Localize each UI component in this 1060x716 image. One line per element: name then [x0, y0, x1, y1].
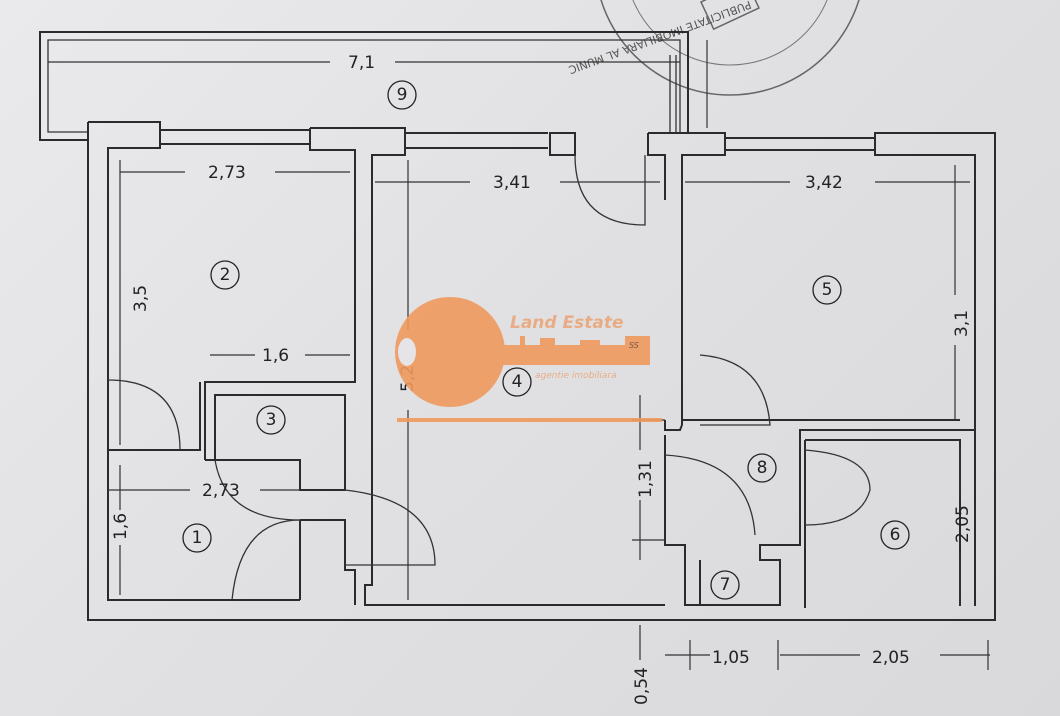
room-5-label: 5 — [812, 275, 842, 305]
svg-text:4: 4 — [512, 372, 523, 392]
dimension-labels: 7,1 2,73 3,41 3,42 3,5 1,6 5,2 3,1 1,31 … — [111, 53, 973, 705]
room-8-label: 8 — [747, 453, 777, 483]
room-2-label: 2 — [210, 260, 240, 290]
dimension-lines — [48, 40, 990, 670]
dim-room2-width: 2,73 — [208, 163, 246, 183]
exterior-walls — [87, 121, 996, 621]
svg-text:8: 8 — [757, 458, 768, 478]
svg-text:2: 2 — [220, 265, 231, 285]
dim-room5-width: 3,42 — [805, 173, 843, 193]
svg-text:6: 6 — [890, 525, 901, 545]
dim-room4-width: 3,41 — [493, 173, 531, 193]
key-logo-icon — [395, 297, 505, 407]
brand-monogram: SS — [629, 341, 639, 350]
dim-room7-width: 1,05 — [712, 648, 750, 668]
room-9-label: 9 — [387, 80, 417, 110]
official-stamp: PUBLICITATE IMOBILIARA AL MUNIC — [567, 0, 860, 96]
svg-text:5: 5 — [822, 280, 833, 300]
dim-room6-height: 2,05 — [953, 505, 973, 543]
dim-room6-width: 2,05 — [872, 648, 910, 668]
brand-tagline: agentie imobiliara — [535, 371, 617, 381]
land-estate-watermark: Land Estate agentie imobiliara SS — [395, 297, 662, 422]
dim-room2-height: 3,5 — [131, 285, 151, 312]
room-3-label: 3 — [256, 405, 286, 435]
dim-hall-height: 1,31 — [636, 460, 656, 498]
dim-room3-width: 1,6 — [262, 346, 289, 366]
dim-offset: 0,54 — [632, 667, 652, 705]
balcony — [39, 31, 689, 141]
room-7-label: 7 — [710, 570, 740, 600]
brand-name: Land Estate — [510, 313, 623, 333]
svg-text:7: 7 — [720, 575, 731, 595]
room-4-label: 4 — [502, 367, 532, 397]
dim-room5-height: 3,1 — [952, 310, 972, 337]
interior-walls — [107, 154, 975, 608]
dim-balcony-length: 7,1 — [348, 53, 375, 73]
dim-room1-height: 1,6 — [111, 513, 131, 540]
svg-text:3: 3 — [266, 410, 277, 430]
room-1-label: 1 — [182, 523, 212, 553]
dim-room1-width: 2,73 — [202, 481, 240, 501]
room-labels: 9 2 3 4 1 5 8 7 6 — [182, 80, 910, 600]
svg-text:9: 9 — [397, 85, 408, 105]
svg-text:1: 1 — [192, 528, 203, 548]
room-6-label: 6 — [880, 520, 910, 550]
